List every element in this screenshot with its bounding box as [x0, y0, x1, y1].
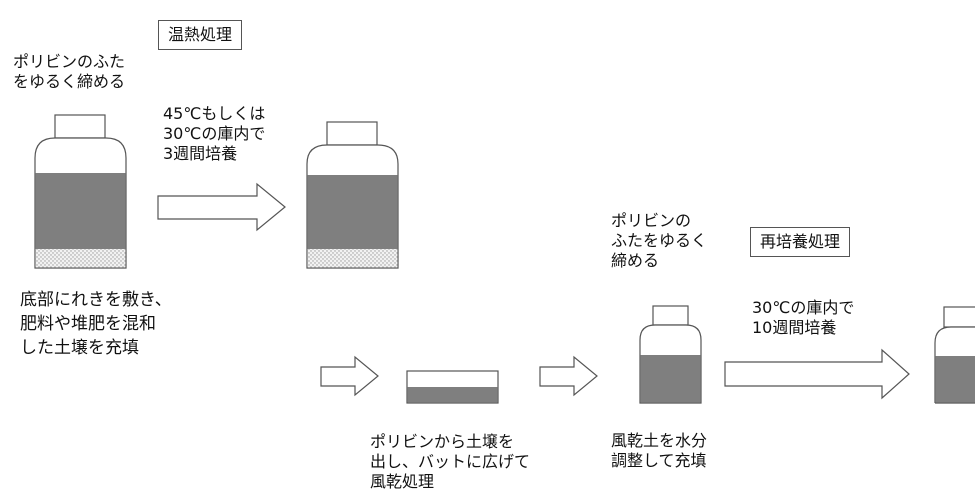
tray	[406, 370, 499, 404]
arrow-3	[539, 355, 598, 397]
tray-soil	[407, 387, 498, 403]
bottle-4-soil	[935, 356, 975, 403]
heat-condition: 45℃もしくは 30℃の庫内で 3週間培養	[163, 104, 266, 163]
bottle-3	[639, 305, 702, 404]
bottle-1-soil	[35, 173, 126, 249]
bottle-1-lid	[54, 114, 106, 139]
heat-treatment-title: 温熱処理	[158, 20, 243, 50]
fill-instruction-3: 風乾土を水分 調整して充填	[611, 431, 708, 470]
reincubation-condition: 30℃の庫内で 10週間培養	[752, 298, 855, 337]
arrow-2	[320, 355, 379, 397]
bottle-1-gravel	[35, 249, 126, 268]
bottle-2-soil	[307, 175, 398, 249]
bottle-4-lid	[943, 306, 975, 328]
arrow-4	[724, 348, 910, 400]
bottle-1	[34, 114, 127, 269]
bottle-2-lid	[326, 121, 378, 146]
reincubation-title: 再培養処理	[750, 227, 851, 257]
bottle-2-gravel	[307, 249, 398, 268]
lid-instruction-3: ポリビンの ふたをゆるく 締める	[611, 211, 708, 270]
bottle-3-lid	[652, 305, 689, 326]
air-dry-instruction: ポリビンから土壌を 出し、バットに広げて 風乾処理	[370, 432, 531, 491]
arrow-1	[157, 182, 286, 232]
bottle-3-soil	[640, 355, 701, 403]
lid-instruction-1: ポリビンのふた をゆるく締める	[13, 52, 126, 91]
bottle-4	[934, 306, 975, 404]
bottle-2	[306, 121, 399, 269]
fill-instruction-1: 底部にれきを敷き、 肥料や堆肥を混和 した土壌を充填	[20, 290, 172, 358]
